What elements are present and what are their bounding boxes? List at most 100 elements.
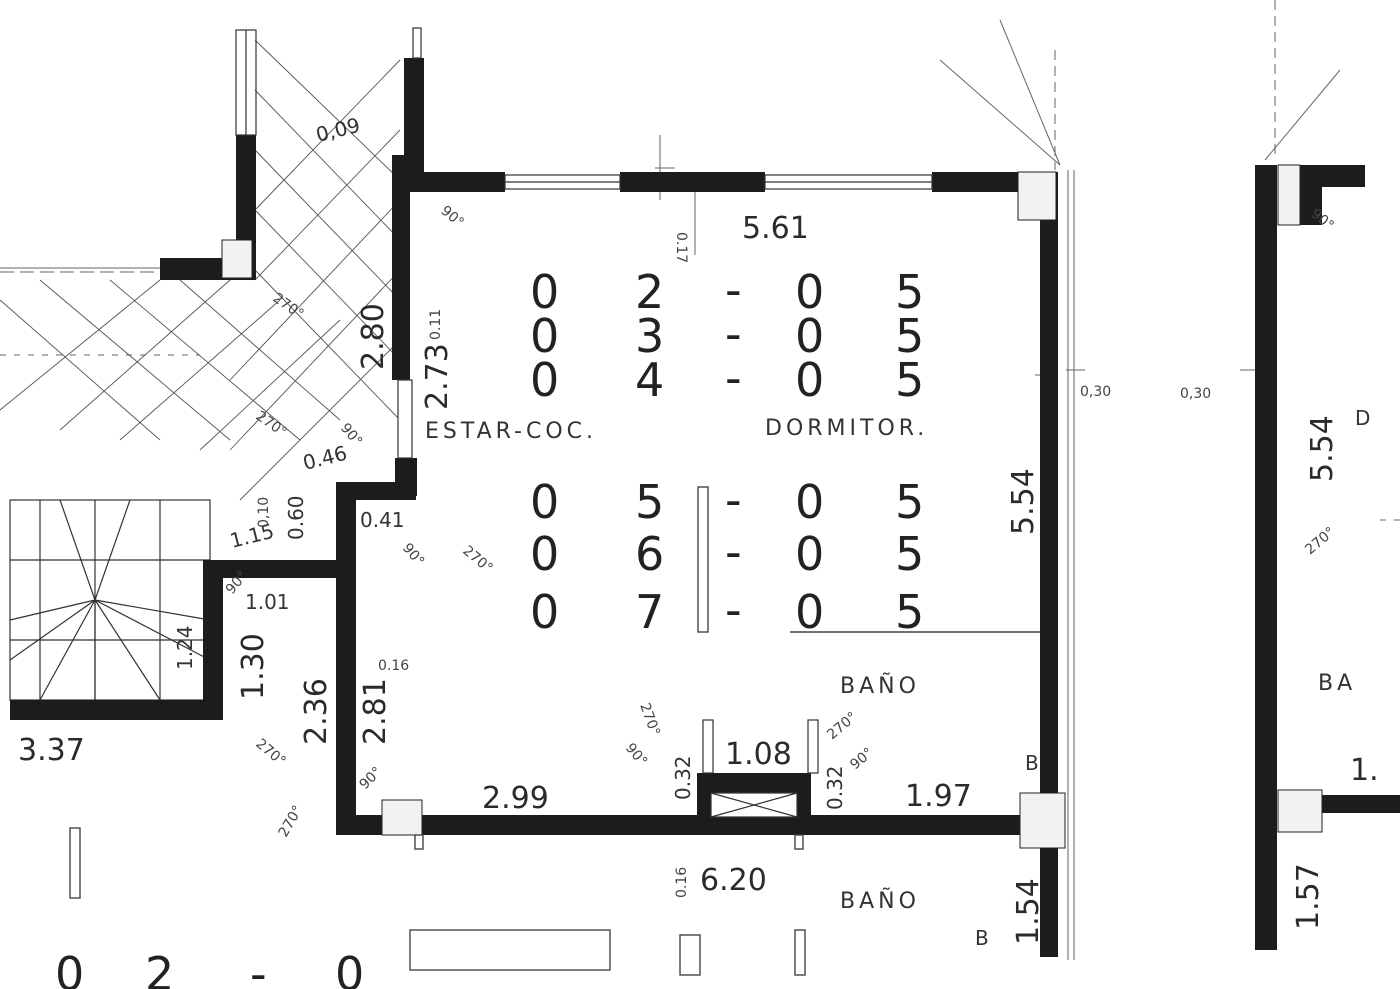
furniture-hints <box>69 486 1040 976</box>
code-row-5-c2: 6 <box>635 527 664 581</box>
code-row-4-c5: 5 <box>895 475 924 529</box>
angle-a2: 270° <box>253 408 290 440</box>
angle-a6: 270° <box>636 701 663 738</box>
angle-b3: 90° <box>399 540 427 569</box>
angle-a4: 270° <box>252 736 288 770</box>
angle-a5: 270° <box>276 803 307 840</box>
room-bano-right: BA <box>1318 671 1356 696</box>
letter-marks: D B B <box>975 406 1370 950</box>
room-dormitorio: DORMITOR. <box>765 416 928 441</box>
dim-299: 2.99 <box>482 781 549 816</box>
dim-046: 0.46 <box>300 441 349 475</box>
dim-554-right: 5.54 <box>1006 468 1041 535</box>
dim-108: 1.08 <box>725 737 792 772</box>
dim-1-right: 1. <box>1350 753 1379 788</box>
dim-041: 0.41 <box>360 508 405 532</box>
code-row-3-c3: - <box>725 351 742 405</box>
bottom-code-c4: 0 <box>335 947 364 989</box>
code-row-1-c4: 0 <box>795 265 824 319</box>
dim-016: 0.16 <box>378 658 409 674</box>
dim-236: 2.36 <box>299 678 334 745</box>
room-estar-coc: ESTAR-COC. <box>425 419 597 444</box>
code-row-3-c5: 5 <box>895 353 924 407</box>
code-row-4-c2: 5 <box>635 475 664 529</box>
code-row-5-c5: 5 <box>895 527 924 581</box>
dim-124: 1.24 <box>173 625 197 670</box>
angle-a7: 270° <box>824 709 860 743</box>
stair <box>9 499 211 701</box>
dimensions-horizontal: 5.61 0,09 0,30 0,30 0.46 0.41 1.15 1.01 … <box>18 113 1379 898</box>
dim-157: 1.57 <box>1291 863 1326 930</box>
dim-197: 1.97 <box>905 779 972 814</box>
dim-281: 2.81 <box>358 678 393 745</box>
room-bano-upper: BAÑO <box>840 672 920 699</box>
code-row-1-c5: 5 <box>895 265 924 319</box>
terrace-hatching <box>0 39 401 501</box>
dim-273: 2.73 <box>420 343 455 410</box>
angle-a3: 270° <box>459 543 495 577</box>
code-row-5-c4: 0 <box>795 527 824 581</box>
bottom-code-c1: 0 <box>55 947 84 989</box>
dim-620: 6.20 <box>700 863 767 898</box>
angle-b1: 90° <box>437 203 466 231</box>
angle-b5: 90° <box>357 764 386 793</box>
room-labels: ESTAR-COC. DORMITOR. BAÑO BAÑO BA <box>425 416 1356 914</box>
code-row-2-c5: 5 <box>895 309 924 363</box>
code-row-6-c2: 7 <box>635 585 664 639</box>
dim-top-width: 5.61 <box>742 211 809 246</box>
dim-032a: 0.32 <box>671 755 695 800</box>
code-row-2-c1: 0 <box>530 309 559 363</box>
unit-codes-upper: 0 2 - 0 5 0 3 - 0 5 0 4 - 0 5 <box>530 263 924 407</box>
dim-009: 0,09 <box>313 113 362 147</box>
room-bano-lower: BAÑO <box>840 887 920 914</box>
code-row-1-c3: - <box>725 263 742 317</box>
mark-b-bottom: B <box>975 926 989 950</box>
dim-top-small: 0.17 <box>673 232 689 263</box>
bottom-code: 0 2 - 0 <box>55 947 364 989</box>
dim-010: 0,10 <box>256 497 272 528</box>
code-row-4-c1: 0 <box>530 475 559 529</box>
dim-011: 0.11 <box>428 309 444 340</box>
unit-codes-lower: 0 5 - 0 5 0 6 - 0 5 0 7 - 0 5 <box>530 473 924 639</box>
dim-130: 1.30 <box>236 633 271 700</box>
code-row-4-c4: 0 <box>795 475 824 529</box>
bottom-code-c3: - <box>250 947 267 989</box>
columns <box>221 164 1323 849</box>
code-row-4-c3: - <box>725 473 742 527</box>
code-row-5-c3: - <box>725 525 742 579</box>
mark-b-right: B <box>1025 751 1039 775</box>
dim-030a: 0,30 <box>1080 384 1111 400</box>
code-row-2-c4: 0 <box>795 309 824 363</box>
dim-280: 2.80 <box>356 303 391 370</box>
code-row-6-c5: 5 <box>895 585 924 639</box>
openings <box>235 27 933 818</box>
angle-b6: 90° <box>622 740 650 769</box>
dimensions-vertical: 0.17 2.80 2.73 0.11 5.54 5.54 0.60 0,10 … <box>173 232 1340 945</box>
code-row-1-c1: 0 <box>530 265 559 319</box>
angle-a8: 270° <box>1302 524 1338 558</box>
code-row-6-c4: 0 <box>795 585 824 639</box>
dim-554-far: 5.54 <box>1305 415 1340 482</box>
walls <box>10 58 1400 957</box>
dim-016b: 0.16 <box>674 867 690 898</box>
code-row-6-c1: 0 <box>530 585 559 639</box>
dim-337: 3.37 <box>18 733 85 768</box>
dim-101: 1.01 <box>245 590 290 614</box>
code-row-3-c2: 4 <box>635 353 664 407</box>
guide-lines <box>0 0 1400 960</box>
bottom-code-c2: 2 <box>145 947 174 989</box>
dim-030b: 0,30 <box>1180 386 1211 402</box>
angle-b7: 90° <box>847 745 876 773</box>
code-row-6-c3: - <box>725 583 742 637</box>
code-row-3-c1: 0 <box>530 353 559 407</box>
dim-032b: 0.32 <box>823 765 847 810</box>
code-row-3-c4: 0 <box>795 353 824 407</box>
code-row-2-c2: 3 <box>635 309 664 363</box>
dim-060: 0.60 <box>284 495 308 540</box>
code-row-2-c3: - <box>725 307 742 361</box>
dim-154: 1.54 <box>1011 878 1046 945</box>
code-row-1-c2: 2 <box>635 265 664 319</box>
code-row-5-c1: 0 <box>530 527 559 581</box>
mark-d-right: D <box>1355 406 1370 430</box>
